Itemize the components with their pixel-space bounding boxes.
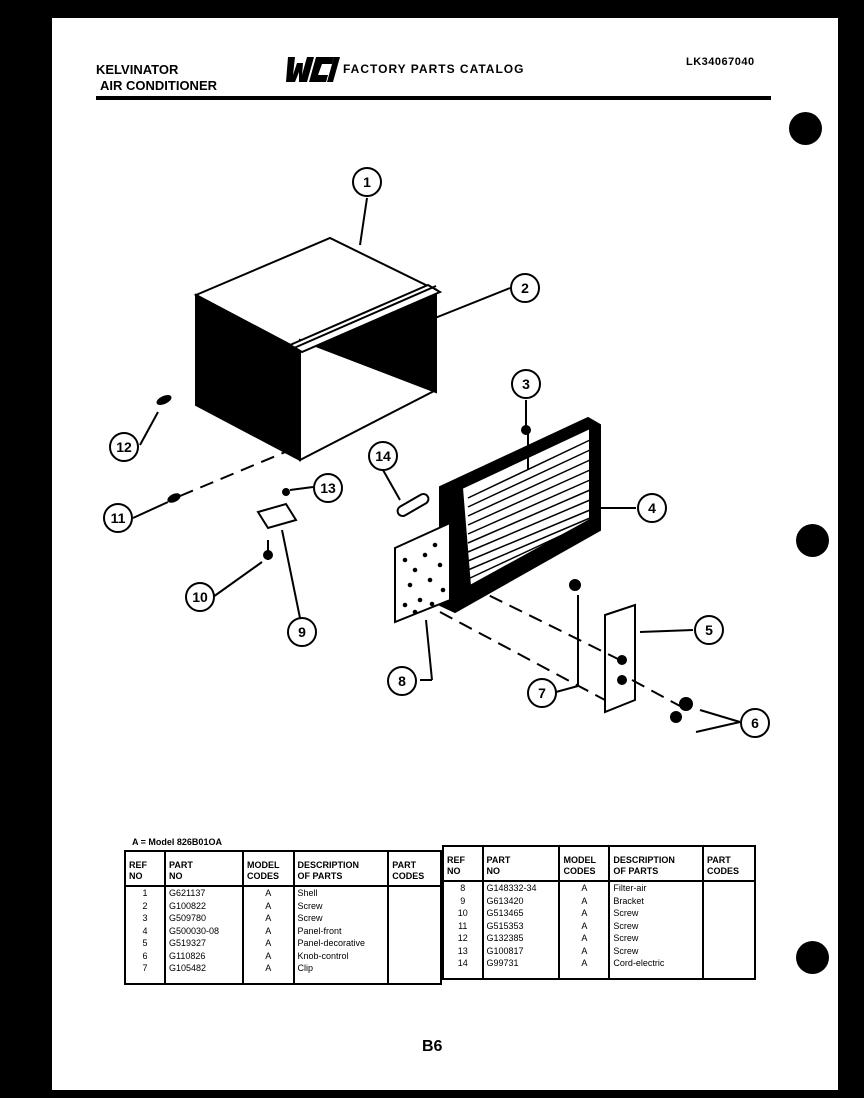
catalog-number: LK34067040 (686, 56, 755, 68)
callout-7: 7 (538, 685, 546, 701)
header-rule (96, 96, 771, 100)
decorative-panel-part (604, 603, 636, 714)
col-model-codes: MODEL CODES (558, 845, 611, 882)
callout-3: 3 (522, 376, 530, 392)
callouts (103, 167, 770, 738)
knob-part (670, 697, 693, 723)
ref-numbers: 8 9 10 11 12 13 14 (442, 881, 484, 980)
binder-hole (789, 112, 822, 145)
callout-5: 5 (705, 622, 713, 638)
shell-part (193, 236, 439, 462)
col-ref-no: REF NO (123, 850, 167, 887)
callout-12: 12 (116, 439, 132, 455)
model-note: A = Model 826B01OA (132, 837, 222, 847)
front-panel-part (439, 416, 601, 614)
part-codes (387, 886, 442, 985)
parts-table-right: REF NO PART NO MODEL CODES DESCRIPTION O… (442, 845, 757, 980)
col-part-no: PART NO (481, 845, 561, 882)
filter-part (394, 521, 451, 624)
col-model-codes: MODEL CODES (241, 850, 295, 887)
model-codes: A A A A A A A (558, 881, 611, 980)
callout-2: 2 (521, 280, 529, 296)
callout-10: 10 (192, 589, 208, 605)
part-numbers: G621137 G100822 G509780 G500030-08 G5193… (164, 886, 244, 985)
callout-14: 14 (375, 448, 391, 464)
screw-part-2 (287, 283, 443, 354)
callout-9: 9 (298, 624, 306, 640)
binder-hole (796, 941, 829, 974)
page-number: B6 (422, 1038, 443, 1055)
leader-lines (132, 197, 741, 733)
wci-logo (286, 57, 340, 82)
part-numbers: G148332-34 G613420 G513465 G515353 G1323… (481, 881, 561, 980)
col-description: DESCRIPTION OF PARTS (608, 845, 704, 882)
part-codes (701, 881, 757, 980)
callout-11: 11 (111, 510, 126, 526)
callout-13: 13 (320, 480, 336, 496)
callout-8: 8 (398, 673, 406, 689)
col-part-codes: PART CODES (701, 845, 757, 882)
clip-part (396, 493, 430, 517)
catalog-title: FACTORY PARTS CATALOG (343, 62, 525, 76)
callout-1: 1 (363, 174, 371, 190)
brand-name: KELVINATOR (96, 62, 179, 77)
ref-numbers: 1 2 3 4 5 6 7 (123, 886, 167, 985)
col-part-no: PART NO (164, 850, 244, 887)
part-descriptions: Shell Screw Screw Panel-front Panel-deco… (292, 886, 390, 985)
col-part-codes: PART CODES (387, 850, 442, 887)
binder-hole (796, 524, 829, 557)
col-description: DESCRIPTION OF PARTS (292, 850, 390, 887)
parts-table-left: REF NO PART NO MODEL CODES DESCRIPTION O… (123, 850, 442, 985)
model-codes: A A A A A A A (241, 886, 295, 985)
product-type: AIR CONDITIONER (100, 78, 217, 93)
callout-6: 6 (751, 715, 759, 731)
part-descriptions: Filter-air Bracket Screw Screw Screw Scr… (608, 881, 704, 980)
col-ref-no: REF NO (442, 845, 484, 882)
callout-4: 4 (648, 500, 656, 516)
